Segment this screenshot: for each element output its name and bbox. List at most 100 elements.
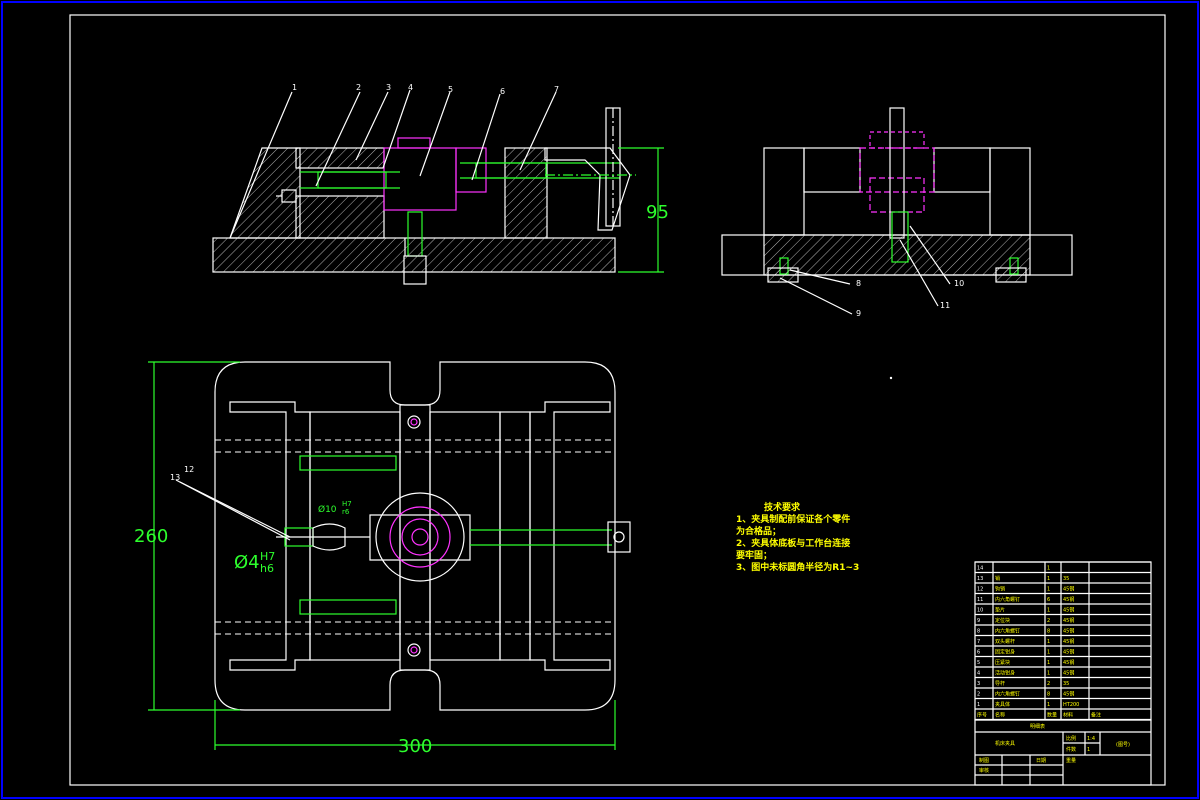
bom-cell: 双头螺杆 — [995, 638, 1015, 645]
drawing-name: 机床夹具 — [995, 740, 1015, 747]
bom-cell: 45钢 — [1063, 638, 1074, 645]
label-8: 8 — [856, 279, 861, 288]
stray-point — [889, 376, 893, 380]
dim-depth: 260 — [134, 526, 168, 547]
bom-cell: 销 — [995, 575, 1000, 582]
bom-cell: 2 — [1047, 618, 1050, 624]
bom-cell: 45钢 — [1063, 596, 1074, 603]
label-10: 10 — [954, 279, 964, 288]
dim-bore-fit-tol-bot: h6 — [260, 562, 274, 575]
front-view: 95 1 2 3 4 5 6 7 — [212, 83, 669, 285]
bom-cell: 5 — [977, 660, 980, 666]
bom-cell: 1 — [1047, 671, 1050, 677]
bom-header-cell: 名称 — [995, 712, 1005, 719]
notes-line-4: 要牢固； — [736, 549, 772, 561]
bom-cell: 45钢 — [1063, 628, 1074, 635]
bom-cell: 1 — [1047, 608, 1050, 614]
drawing-code: (图号) — [1116, 742, 1130, 748]
label-7: 7 — [554, 85, 559, 94]
bom-header-cell: 备注 — [1091, 712, 1101, 719]
notes-title: 技术要求 — [764, 501, 801, 513]
bom-cell: 8 — [1047, 692, 1050, 698]
bom-cell: 6 — [977, 650, 980, 656]
label-5: 5 — [448, 85, 453, 94]
bom-cell: 12 — [977, 587, 983, 593]
label-6: 6 — [500, 87, 505, 96]
label-3: 3 — [386, 83, 391, 92]
scale-label: 比例 — [1066, 735, 1076, 742]
bom-cell: 45钢 — [1063, 649, 1074, 656]
notes-line-3: 2、夹具体底板与工作台连接 — [736, 537, 850, 549]
bom-cell: 垫片 — [995, 607, 1005, 614]
dim-pin-fit-tol-bot: r6 — [342, 508, 350, 516]
dim-bore-fit-tol-top: H7 — [260, 550, 275, 563]
label-4: 4 — [408, 83, 413, 92]
bom-cell: 2 — [1047, 681, 1050, 687]
bom-cell: 压紧块 — [995, 659, 1010, 666]
bom-header-cell: 材料 — [1063, 712, 1073, 719]
bom-cell: 2 — [977, 692, 980, 698]
bom-cell: 钩销 — [995, 586, 1005, 593]
bom-header-cell: 序号 — [977, 712, 987, 719]
bom-cell: 35 — [1063, 576, 1069, 582]
bom-cell: 14 — [977, 566, 983, 572]
bom-cell: 35 — [1063, 681, 1069, 687]
dim-width: 300 — [398, 736, 432, 757]
bom-cell: HT200 — [1063, 702, 1079, 708]
label-1: 1 — [292, 83, 297, 92]
bom-cell: 夹具体 — [995, 701, 1010, 708]
bom-cell: 8 — [1047, 629, 1050, 635]
notes-line-2: 为合格品； — [736, 525, 781, 537]
bom-cell: 1 — [1047, 702, 1050, 708]
bom-cell: 1 — [1047, 650, 1050, 656]
date-label: 日期 — [1036, 758, 1046, 764]
bom-cell: 45钢 — [1063, 670, 1074, 677]
bom-cell: 3 — [977, 681, 980, 687]
label-9: 9 — [856, 309, 861, 318]
bom-cell: 1 — [1047, 660, 1050, 666]
title-block: 明细表 机床夹具 比例 1:4 件数 1 (图号) 制图 日期 重量 审核 — [975, 723, 1151, 785]
bom-cell: 活动钳身 — [995, 670, 1015, 677]
drawing-border — [69, 14, 1166, 786]
bom-cell: 13 — [977, 576, 983, 582]
bom-cell: 4 — [977, 671, 980, 677]
bom-cell: 10 — [977, 608, 983, 614]
bom-cell: 固定钳身 — [995, 649, 1015, 656]
dim-pin-fit-tol-top: H7 — [342, 500, 352, 508]
bom-cell: 45钢 — [1063, 586, 1074, 593]
check-label: 审核 — [979, 767, 989, 774]
bom-cell: 45钢 — [1063, 659, 1074, 666]
technical-notes: 技术要求 1、夹具制配前保证各个零件 为合格品； 2、夹具体底板与工作台连接 要… — [736, 501, 859, 573]
label-11: 11 — [940, 301, 950, 310]
bom-list-title: 明细表 — [1030, 723, 1045, 730]
bom-cell: 7 — [977, 639, 980, 645]
bom-cell: 内六角螺钉 — [995, 628, 1020, 635]
side-view: 8 9 10 11 — [721, 107, 1073, 318]
bom-cell: 1 — [1047, 587, 1050, 593]
weight-label: 重量 — [1066, 757, 1076, 764]
bom-cell: 定位块 — [995, 617, 1010, 624]
bom-header-cell: 数量 — [1047, 712, 1057, 719]
label-2: 2 — [356, 83, 361, 92]
label-12: 12 — [184, 465, 194, 474]
bom-cell: 内六角螺钉 — [995, 596, 1020, 603]
bom-cell: 1 — [1047, 576, 1050, 582]
draw-label: 制图 — [979, 757, 989, 764]
bom-cell: 6 — [1047, 597, 1050, 603]
bom-cell: 1 — [977, 702, 980, 708]
bom-cell: 1 — [1047, 639, 1050, 645]
bom-cell: 11 — [977, 597, 983, 603]
bom-cell: 1 — [1047, 566, 1050, 572]
bom-cell: 45钢 — [1063, 617, 1074, 624]
label-13: 13 — [170, 473, 180, 482]
bom-cell: 9 — [977, 618, 980, 624]
qty-label: 件数 — [1066, 746, 1076, 753]
bom-cell: 45钢 — [1063, 607, 1074, 614]
dim-height: 95 — [646, 202, 669, 223]
dim-pin-fit: Ø10 — [318, 504, 337, 515]
notes-line-5: 3、图中未标圆角半径为R1~3 — [736, 561, 859, 573]
scale-value: 1:4 — [1087, 736, 1095, 742]
